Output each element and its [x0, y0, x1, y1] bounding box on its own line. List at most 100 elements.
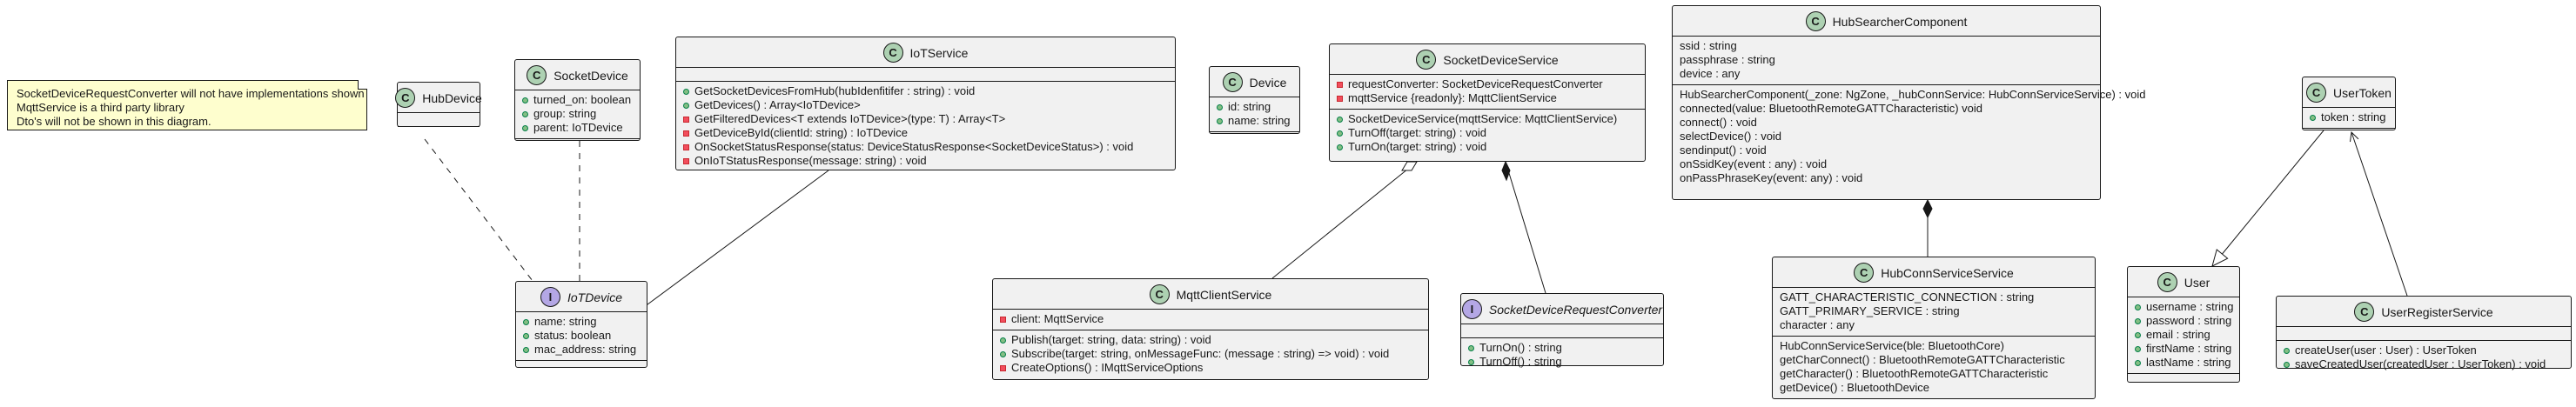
public-visibility-icon	[523, 318, 529, 325]
class-member: turned_on: boolean	[522, 93, 633, 107]
class-member: name: string	[1217, 114, 1292, 128]
aggregation-socketdeviceservice-mqttclient	[1271, 161, 1418, 279]
public-visibility-icon	[1217, 103, 1223, 110]
member-text: createUser(user : User) : UserToken	[2295, 344, 2477, 357]
member-text: group: string	[533, 107, 597, 120]
class-member: GetDeviceById(clientId: string) : IoTDev…	[683, 126, 1168, 140]
private-visibility-icon	[683, 143, 689, 150]
member-text: selectDevice() : void	[1680, 130, 1782, 143]
member-text: status: boolean	[534, 329, 612, 342]
note-line: Dto's will not be shown in this diagram.	[17, 115, 211, 128]
class-member: username : string	[2135, 300, 2233, 314]
methods-section	[2128, 373, 2239, 387]
class-name: IoTService	[909, 45, 969, 60]
private-visibility-icon	[683, 130, 689, 137]
class-stereotype-icon: C	[2306, 83, 2327, 103]
member-text: HubSearcherComponent(_zone: NgZone, _hub…	[1680, 88, 2146, 101]
class-member: name: string	[523, 315, 640, 329]
class-member: onPassPhraseKey(event: any) : void	[1680, 171, 2093, 185]
fields-section: requestConverter: SocketDeviceRequestCon…	[1330, 74, 1645, 109]
note-line: SocketDeviceRequestConverter will not ha…	[17, 87, 365, 100]
class-member: connected(value: BluetoothRemoteGATTChar…	[1680, 102, 2093, 116]
public-visibility-icon	[1217, 117, 1223, 124]
interface-stereotype-icon: I	[1461, 299, 1482, 319]
class-member: password : string	[2135, 314, 2232, 328]
class-member: parent: IoTDevice	[522, 121, 633, 135]
class-name: SocketDeviceService	[1443, 52, 1559, 67]
class-stereotype-icon: C	[1805, 11, 1826, 31]
class-member: token : string	[2310, 110, 2388, 124]
class-member: connect() : void	[1680, 116, 2093, 130]
class-name: User	[2184, 275, 2210, 290]
class-header: C User	[2128, 267, 2239, 297]
class-member: TurnOn() : string	[1468, 341, 1656, 355]
interface-stereotype-icon: I	[540, 287, 560, 307]
public-visibility-icon	[522, 97, 528, 103]
composition-diamond-icon	[1501, 160, 1511, 182]
class-member: requestConverter: SocketDeviceRequestCon…	[1337, 77, 1638, 91]
class-stereotype-icon: C	[2354, 302, 2375, 322]
class-stereotype-icon: C	[2157, 272, 2177, 292]
class-member: passphrase : string	[1680, 53, 2093, 67]
public-visibility-icon	[1000, 337, 1006, 344]
member-text: character : any	[1780, 318, 1855, 331]
member-text: Subscribe(target: string, onMessageFunc:…	[1011, 347, 1390, 360]
member-text: parent: IoTDevice	[533, 121, 623, 134]
member-text: passphrase : string	[1680, 53, 1775, 66]
public-visibility-icon	[2135, 317, 2141, 324]
class-member: lastName : string	[2135, 356, 2232, 370]
class-member: mac_address: string	[523, 343, 640, 357]
public-visibility-icon	[1337, 143, 1343, 150]
member-text: name: string	[534, 315, 597, 328]
member-text: lastName : string	[2146, 356, 2231, 369]
public-visibility-icon	[683, 102, 689, 109]
class-member: GetFilteredDevices<T extends IoTDevice>(…	[683, 112, 1168, 126]
class-member: GetDevices() : Array<IoTDevice>	[683, 98, 1168, 112]
methods-section	[516, 360, 647, 374]
member-text: token : string	[2321, 110, 2386, 123]
methods-section	[2303, 128, 2395, 142]
member-text: GATT_PRIMARY_SERVICE : string	[1780, 304, 1960, 317]
member-text: TurnOn() : string	[1479, 341, 1562, 354]
member-text: getCharacter() : BluetoothRemoteGATTChar…	[1780, 367, 2049, 380]
member-text: mqttService {readonly}: MqttClientServic…	[1348, 91, 1557, 104]
public-visibility-icon	[1000, 350, 1006, 357]
class-stereotype-icon: C	[527, 65, 547, 85]
class-member: status: boolean	[523, 329, 640, 343]
class-member: character : any	[1780, 318, 2088, 332]
member-text: getDevice() : BluetoothDevice	[1780, 381, 1929, 394]
class-member: createUser(user : User) : UserToken	[2284, 344, 2564, 357]
member-text: onSsidKey(event : any) : void	[1680, 157, 1828, 170]
member-text: connected(value: BluetoothRemoteGATTChar…	[1680, 102, 1983, 115]
class-stereotype-icon: C	[395, 88, 416, 108]
member-text: saveCreatedUser(createdUser : UserToken)…	[2295, 357, 2546, 370]
member-text: onPassPhraseKey(event: any) : void	[1680, 171, 1863, 184]
public-visibility-icon	[2284, 347, 2290, 354]
association-iotservice-iotdevice	[640, 170, 829, 310]
public-visibility-icon	[1337, 130, 1343, 137]
member-text: HubConnServiceService(ble: BluetoothCore…	[1780, 339, 2004, 352]
member-text: TurnOff() : string	[1479, 355, 1562, 368]
